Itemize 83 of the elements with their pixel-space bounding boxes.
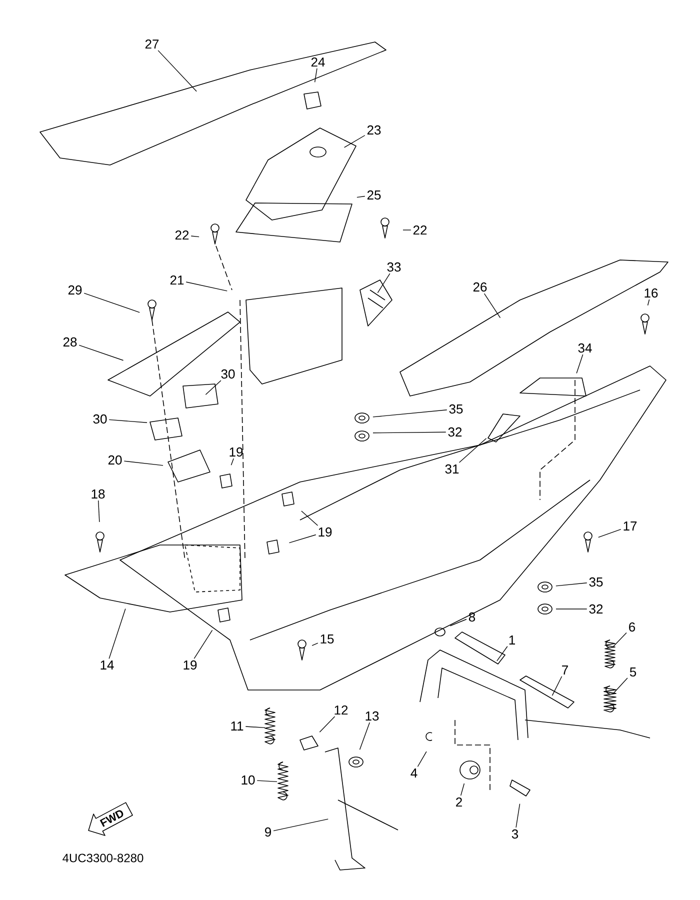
leader-line [552,676,562,696]
callout-number: 19 [318,527,332,537]
callout-number: 17 [624,522,637,530]
callout-number: 1 [509,636,515,644]
leader-line [576,354,584,374]
leader-line [205,380,222,395]
callout-number: 13 [366,711,379,721]
callout-number: 28 [63,337,77,347]
leader-line [344,135,366,148]
callout-number: 2 [456,797,462,807]
callout-number: 21 [170,275,184,285]
leader-line [108,608,126,659]
callout-number: 34 [578,343,592,353]
callout-number: 16 [644,288,658,298]
callout-number: 26 [473,282,487,292]
leader-line [256,780,278,782]
leader-line [356,196,366,198]
leader-line [245,726,266,728]
callout-number: 19 [184,660,197,670]
leader-line [108,419,148,423]
leader-line [556,608,588,610]
callout-number: 35 [449,404,463,414]
callout-number: 8 [468,612,476,622]
leader-line [194,630,213,659]
leader-line [372,410,448,418]
callout-number: 9 [265,827,271,837]
callout-number: 27 [145,39,159,49]
leader-line [78,344,124,361]
leader-line [496,646,508,662]
callout-number: 4 [410,768,418,778]
callout-number: 30 [93,414,107,424]
callout-number: 30 [221,369,235,379]
callout-number: 35 [589,577,603,587]
leader-line [372,432,446,434]
leader-line [186,282,228,292]
callout-number: 23 [367,125,381,135]
leader-line [230,458,234,466]
leader-line [190,236,200,238]
leader-line [458,438,487,463]
leader-line [460,783,465,796]
part-number: 4UC3300-8280 [62,854,144,862]
callout-number: 15 [320,634,334,644]
callout-number: 18 [92,489,105,499]
callout-number: 24 [311,57,325,67]
callout-number: 22 [413,225,427,235]
callout-number: 5 [630,667,636,677]
leader-line [84,292,140,313]
leader-line [516,803,520,828]
callout-number: 22 [175,230,189,240]
callout-number: 25 [367,190,381,200]
leader-line [647,299,650,306]
callout-number: 32 [589,604,603,614]
leader-line [312,642,318,646]
callout-number: 20 [108,455,122,465]
leader-line [301,510,318,526]
callout-number: 32 [448,427,462,437]
leader-line [98,500,100,522]
callout-number: 31 [445,464,459,474]
callout-number: 14 [100,660,114,670]
callout-number: 10 [242,775,255,785]
leader-line [377,273,390,294]
leader-line [288,534,316,544]
leader-line [359,722,370,750]
callout-number: 11 [231,722,244,730]
callout-number: 3 [512,829,518,839]
callout-number: 6 [629,622,636,632]
callout-number: 12 [334,705,348,715]
leader-line [556,582,588,586]
leader-line [158,50,197,92]
callout-number: 7 [562,666,568,674]
leader-line [273,818,328,832]
leader-line [613,678,628,694]
leader-line [319,716,336,732]
callout-number: 29 [68,285,82,295]
leader-line [484,293,501,318]
callout-number: 33 [387,262,401,272]
leader-line [417,751,427,767]
leader-line [124,460,164,466]
leader-line [598,528,622,538]
leader-line [613,632,627,647]
leader-line [450,618,467,626]
callout-number: 19 [230,447,243,457]
leader-line [314,68,318,83]
